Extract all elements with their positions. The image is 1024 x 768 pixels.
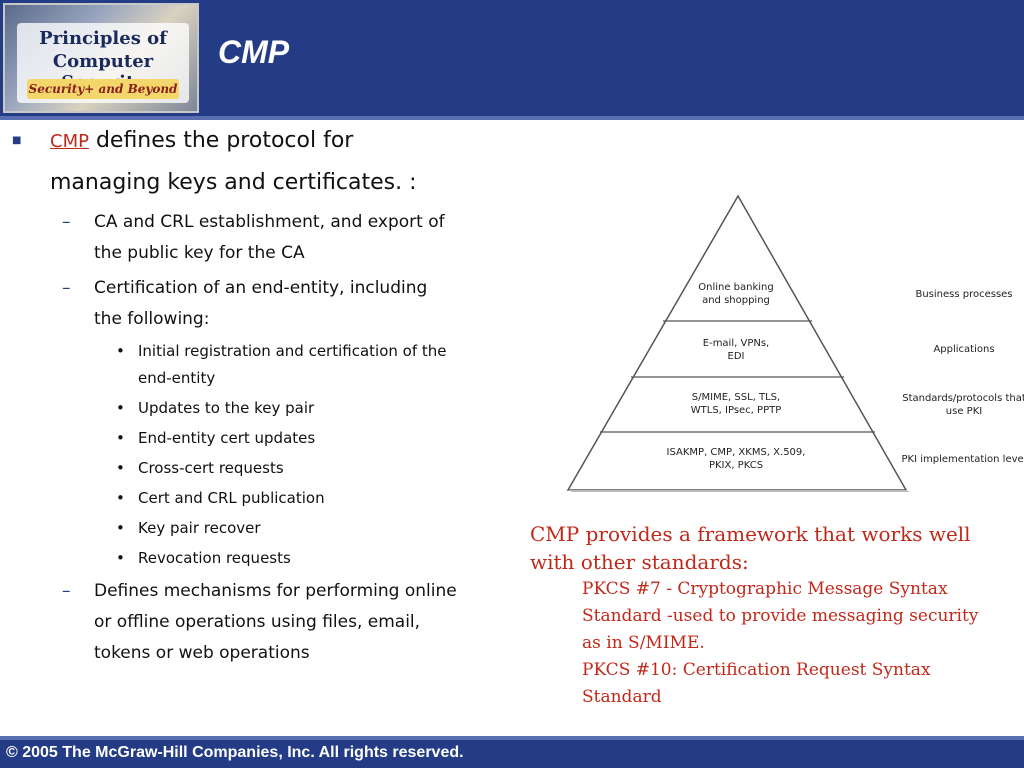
side-label-implementation: PKI implementation level (902, 454, 1024, 465)
logo-plate: Principles of Computer Security Security… (17, 23, 189, 103)
note-pkcs10: PKCS #10: Certification Request Syntax S… (530, 657, 1010, 711)
tier-2-line-2: EDI (728, 351, 745, 362)
logo-tagline: Security+ and Beyond (27, 79, 179, 99)
sub2-line-2: the following: (94, 309, 210, 329)
bullet-list: ■ CMP defines the protocol for managing … (12, 120, 522, 669)
dot-bullet-icon: • (116, 429, 125, 447)
copyright-text: © 2005 The McGraw-Hill Companies, Inc. A… (6, 744, 464, 761)
note-lead: CMP provides a framework that works well… (530, 520, 1010, 576)
cmp-framework-note: CMP provides a framework that works well… (530, 520, 1010, 711)
dot-bullet-icon: • (116, 549, 125, 567)
side-label-business: Business processes (915, 289, 1012, 300)
list-item: • Cert and CRL publication (12, 485, 522, 512)
footer-band: © 2005 The McGraw-Hill Companies, Inc. A… (0, 740, 1024, 768)
item-text: Cross-cert requests (138, 459, 284, 477)
pkcs7-line-2: Standard -used to provide messaging secu… (582, 606, 979, 626)
square-bullet-icon: ■ (12, 135, 22, 146)
side-label-applications: Applications (933, 344, 994, 355)
tier-1-line-1: Online banking (698, 282, 774, 293)
side-label-standards-2: use PKI (946, 406, 982, 417)
sub3-line-3: tokens or web operations (94, 643, 310, 663)
sub-bullet-ca: – CA and CRL establishment, and export o… (12, 207, 522, 269)
slide-title: CMP (218, 34, 290, 70)
pkcs10-line-2: Standard (582, 687, 662, 707)
tier-1-line-2: and shopping (702, 295, 770, 306)
dot-bullet-icon: • (116, 459, 125, 477)
dash-bullet-icon: – (62, 212, 71, 232)
tier-4-line-2: PKIX, PKCS (709, 460, 763, 471)
pkcs7-line-1: PKCS #7 - Cryptographic Message Syntax (582, 579, 948, 599)
dash-bullet-icon: – (62, 278, 71, 298)
item-text: End-entity cert updates (138, 429, 316, 447)
dot-bullet-icon: • (116, 399, 125, 417)
header-rule (0, 116, 1024, 120)
list-item: • End-entity cert updates (12, 425, 522, 452)
sub2-line-1: Certification of an end-entity, includin… (94, 278, 428, 298)
header-band: Principles of Computer Security Security… (0, 0, 1024, 116)
item-text: Revocation requests (138, 549, 291, 567)
list-item: • Key pair recover (12, 515, 522, 542)
footer-rule (0, 736, 1024, 740)
list-item: • Updates to the key pair (12, 395, 522, 422)
tier-2-line-1: E-mail, VPNs, (703, 338, 769, 349)
dot-bullet-icon: • (116, 519, 125, 537)
cmp-link[interactable]: CMP (50, 131, 89, 152)
item-text: Updates to the key pair (138, 399, 315, 417)
book-logo: Principles of Computer Security Security… (3, 3, 199, 113)
tier-4-line-1: ISAKMP, CMP, XKMS, X.509, (667, 447, 806, 458)
note-lead-line-1: CMP provides a framework that works well (530, 522, 971, 546)
item-text: end-entity (138, 369, 216, 387)
item-text: Initial registration and certification o… (138, 342, 447, 360)
sub1-line-2: the public key for the CA (94, 243, 305, 263)
side-label-standards-1: Standards/protocols that (902, 393, 1024, 404)
tier-3-line-1: S/MIME, SSL, TLS, (692, 392, 780, 403)
main-text-2: managing keys and certificates. : (50, 170, 417, 195)
list-item: • Initial registration and certification… (12, 338, 522, 392)
item-text: Key pair recover (138, 519, 261, 537)
list-item: • Cross-cert requests (12, 455, 522, 482)
item-text: Cert and CRL publication (138, 489, 325, 507)
pkcs7-line-3: as in S/MIME. (582, 633, 705, 653)
list-item: • Revocation requests (12, 545, 522, 572)
tier-3-line-2: WTLS, IPsec, PPTP (691, 405, 782, 416)
logo-line-1: Principles of (39, 28, 167, 49)
sub1-line-1: CA and CRL establishment, and export of (94, 212, 445, 232)
note-pkcs7: PKCS #7 - Cryptographic Message Syntax S… (530, 576, 1010, 657)
dot-bullet-icon: • (116, 342, 125, 360)
sub-bullet-certification: – Certification of an end-entity, includ… (12, 273, 522, 335)
sub3-line-1: Defines mechanisms for performing online (94, 581, 457, 601)
pyramid-shadow (568, 490, 910, 492)
sub3-line-2: or offline operations using files, email… (94, 612, 421, 632)
sub-bullet-mechanisms: – Defines mechanisms for performing onli… (12, 576, 522, 669)
pkcs10-line-1: PKCS #10: Certification Request Syntax (582, 660, 931, 680)
main-text-1: defines the protocol for (88, 128, 354, 153)
note-lead-line-2: with other standards: (530, 550, 749, 574)
bullet-main: ■ CMP defines the protocol for managing … (12, 120, 522, 203)
dash-bullet-icon: – (62, 581, 71, 601)
dot-bullet-icon: • (116, 489, 125, 507)
pki-pyramid-diagram: Online banking and shopping E-mail, VPNs… (566, 194, 1024, 492)
